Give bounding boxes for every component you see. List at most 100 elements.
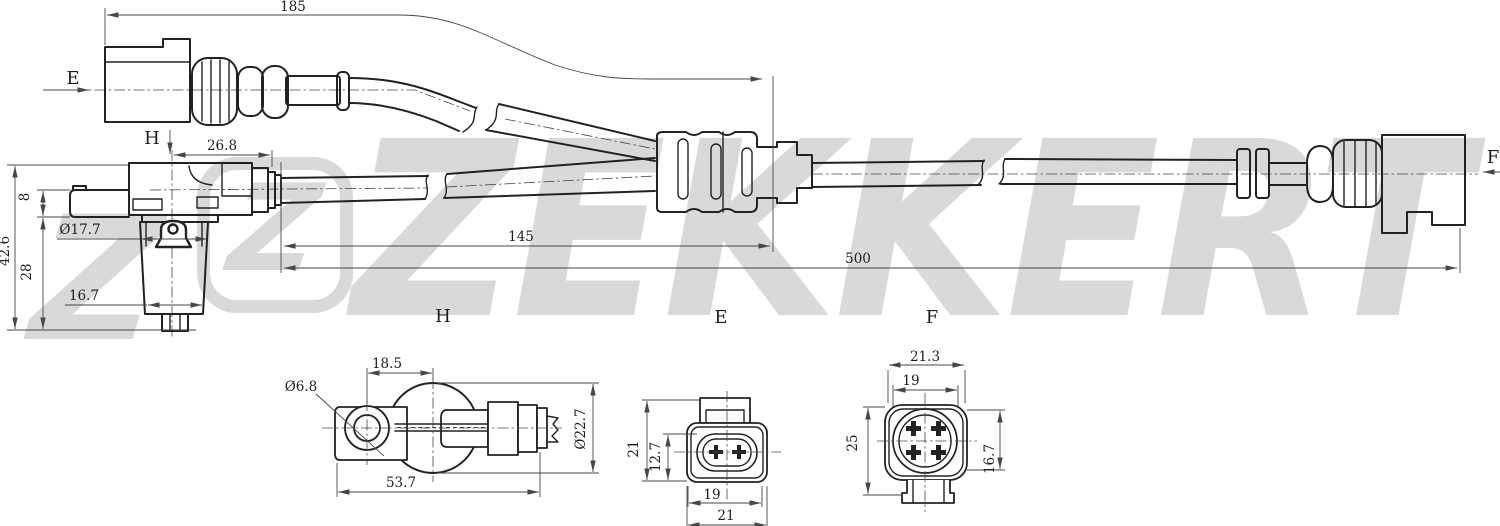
watermark-logo-box: Z xyxy=(197,157,353,313)
watermark-brand-text: ZEKKERT xyxy=(352,90,1471,373)
grommet-body xyxy=(656,131,813,213)
h-dim-6-8-label: Ø6.8 xyxy=(285,379,318,395)
sensor-tip-lines xyxy=(169,313,181,332)
sensor-nose xyxy=(69,185,130,218)
detail-view-h xyxy=(315,368,599,497)
boot-hump-2 xyxy=(261,65,289,119)
cable-grommet xyxy=(656,131,813,213)
boot-disc xyxy=(191,57,238,126)
dimensions-main xyxy=(7,8,1461,331)
e-dim-21b-label: 21 xyxy=(717,508,734,524)
dim-28-label: 28 xyxy=(19,263,35,280)
f-dim-19-label: 19 xyxy=(902,373,919,389)
e-cable-break-1 xyxy=(462,106,478,133)
dim-16-7-label: 16.7 xyxy=(69,288,99,304)
dim-17-7-label: Ø17.7 xyxy=(59,222,100,238)
dim-145-label: 145 xyxy=(508,229,534,245)
f-cable-break-1 xyxy=(977,159,985,186)
f-cable-break-2 xyxy=(998,158,1006,185)
h-connector-block-1 xyxy=(487,401,519,456)
f-ext-16-7 xyxy=(967,409,1005,471)
sensor-cap-1 xyxy=(251,167,269,213)
grommet-slot-1 xyxy=(677,138,689,200)
view-label-e: E xyxy=(714,307,727,328)
e-cable-run-2 xyxy=(485,103,656,162)
e-ext-21b xyxy=(686,486,768,526)
dim-26-8-label: 26.8 xyxy=(207,138,237,154)
grommet-slot-3 xyxy=(741,147,753,197)
sensor-housing xyxy=(128,162,253,216)
h-fork xyxy=(440,409,489,448)
e-ext-19 xyxy=(687,486,763,507)
sensor-tip xyxy=(161,313,189,332)
f-ext-21-3 xyxy=(887,370,966,403)
ext-8 xyxy=(37,189,70,218)
f-cable-run-1 xyxy=(811,160,985,188)
e-pointer-label: E xyxy=(66,68,79,89)
e-dim-21-label: 21 xyxy=(626,440,642,457)
detail-view-e xyxy=(642,391,781,526)
dim-42-6-label: 42.6 xyxy=(0,236,13,266)
h-dim-53-7-label: 53.7 xyxy=(386,475,416,491)
boot-tube xyxy=(285,75,341,106)
f-dim-21-3-label: 21.3 xyxy=(910,349,940,365)
e-connector-side-view xyxy=(104,0,656,162)
dim-185-label: 185 xyxy=(280,0,306,15)
f-cable-and-connector xyxy=(811,134,1466,234)
e-dim-12-7-label: 12.7 xyxy=(648,442,664,472)
e-dim-19-label: 19 xyxy=(703,487,720,503)
f-pin-4 xyxy=(931,445,946,460)
h-ext-22-7 xyxy=(437,382,599,474)
h-ext-53-7 xyxy=(336,452,541,497)
f-cable-run-2 xyxy=(1000,158,1238,185)
cable-clamp-ring-2 xyxy=(1255,148,1270,199)
h-ext-18-5 xyxy=(366,368,434,404)
view-pointers xyxy=(43,87,1500,175)
view-label-f: F xyxy=(926,307,939,328)
detail-view-f xyxy=(863,362,1005,512)
h-slot xyxy=(394,423,489,432)
sensor-cap-3 xyxy=(274,174,282,206)
f-boot xyxy=(1332,139,1383,208)
e-cable-run-1 xyxy=(348,77,477,132)
sensor-cable-run-2 xyxy=(443,157,656,199)
cable-clamp-ring-1 xyxy=(1236,148,1251,199)
h-dim-18-5-label: 18.5 xyxy=(372,356,402,372)
h-cable-stub xyxy=(546,415,559,443)
view-label-h: H xyxy=(435,306,451,327)
e-ext-21 xyxy=(642,399,700,482)
h-dim-22-7-label: Ø22.7 xyxy=(573,408,589,449)
boot-hump-1 xyxy=(237,66,264,117)
f-connector-housing xyxy=(1381,134,1466,234)
e-cable-break-2 xyxy=(485,103,500,131)
boot-disc-ribs xyxy=(201,59,230,124)
sensor-slot-right xyxy=(196,196,219,209)
sensor-collar-lines xyxy=(145,221,203,247)
h-leader-6-8 xyxy=(315,393,385,457)
f-pin-1 xyxy=(906,421,921,436)
sensor-cap-2 xyxy=(267,171,276,209)
dim-500-label: 500 xyxy=(845,251,871,267)
e-tab-inner xyxy=(705,409,745,424)
f-ext-19 xyxy=(892,385,959,407)
f-dim-25-label: 25 xyxy=(845,434,861,451)
h-pointer-label: H xyxy=(144,128,160,149)
sensor-cylinder xyxy=(139,221,209,315)
sensor-slot-left xyxy=(132,198,163,211)
f-pointer-label: F xyxy=(1487,147,1500,168)
sensor-housing-details xyxy=(188,162,253,197)
f-ext-25 xyxy=(863,406,903,496)
f-boot-ribs xyxy=(1343,140,1377,207)
h-connector-block-2 xyxy=(517,404,538,453)
centerline-e-cable xyxy=(75,89,656,150)
sensor-cable-run-1 xyxy=(280,175,429,204)
f-pin-3 xyxy=(906,445,921,460)
f-face-outer xyxy=(884,404,968,481)
dim-185-line xyxy=(107,12,762,82)
centerlines xyxy=(75,89,1478,338)
sensor-cable-break-2 xyxy=(443,173,448,199)
